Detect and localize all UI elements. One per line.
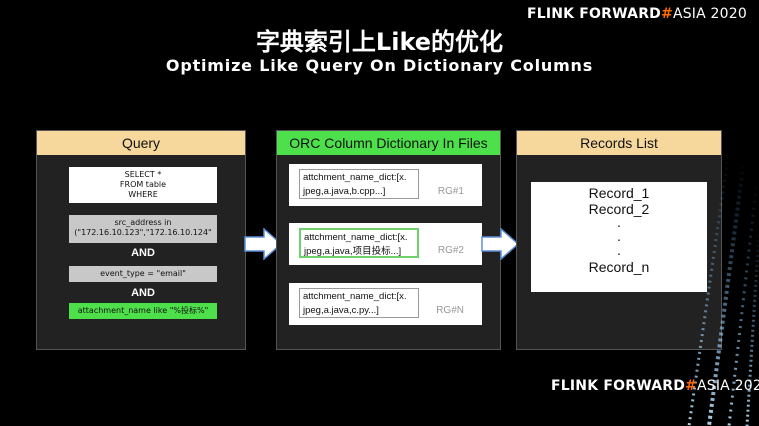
dictionary-text: attchment_name_dict:[x. jpeg,a.java,项目投标… xyxy=(299,228,419,258)
record-item: Record_2 xyxy=(588,201,650,217)
row-group-label: RG#1 xyxy=(437,186,464,197)
orc-panel-header: ORC Column Dictionary In Files xyxy=(277,131,500,155)
records-box: Record_1 Record_2 . . . Record_n xyxy=(531,182,707,292)
attachment-like-condition: attachment_name like "%投标%" xyxy=(69,303,217,319)
record-item: Record_n xyxy=(588,259,650,275)
slide-subtitle: Optimize Like Query On Dictionary Column… xyxy=(165,56,594,75)
dictionary-text: attchment_name_dict:[x. jpeg,a.java,c.py… xyxy=(299,288,419,318)
ellipsis-dot: . xyxy=(617,242,621,258)
right-arrow-icon xyxy=(244,228,282,260)
query-panel: Query SELECT * FROM table WHERE src_addr… xyxy=(36,130,246,350)
and-operator: AND xyxy=(131,247,155,259)
slide-title: 字典索引上Like的优化 xyxy=(255,28,504,56)
brand-logo-bottom: FLINK FORWARD#ASIA 2020 xyxy=(551,378,759,394)
records-panel-header: Records List xyxy=(517,131,721,155)
row-group-label: RG#N xyxy=(436,305,464,316)
row-group-box-matched: attchment_name_dict:[x. jpeg,a.java,项目投标… xyxy=(289,223,482,265)
row-group-label: RG#2 xyxy=(437,245,464,256)
row-group-box: attchment_name_dict:[x. jpeg,a.java,b.cp… xyxy=(289,164,482,206)
record-item: Record_1 xyxy=(588,185,650,201)
ellipsis-dot: . xyxy=(617,228,621,244)
and-operator: AND xyxy=(131,287,155,299)
src-address-condition: src_address in ("172.16.10.123","172.16.… xyxy=(69,215,217,243)
orc-dictionary-panel: ORC Column Dictionary In Files attchment… xyxy=(276,130,501,350)
brand-logo-top: FLINK FORWARD#ASIA 2020 xyxy=(526,6,747,22)
event-type-condition: event_type = "email" xyxy=(69,266,217,282)
row-group-box: attchment_name_dict:[x. jpeg,a.java,c.py… xyxy=(289,283,482,325)
dictionary-text: attchment_name_dict:[x. jpeg,a.java,b.cp… xyxy=(299,169,419,199)
select-clause: SELECT * FROM table WHERE xyxy=(69,167,217,203)
records-list-panel: Records List Record_1 Record_2 . . . Rec… xyxy=(516,130,722,350)
ellipsis-dot: . xyxy=(617,214,621,230)
query-panel-header: Query xyxy=(37,131,245,155)
right-arrow-icon xyxy=(481,228,519,260)
